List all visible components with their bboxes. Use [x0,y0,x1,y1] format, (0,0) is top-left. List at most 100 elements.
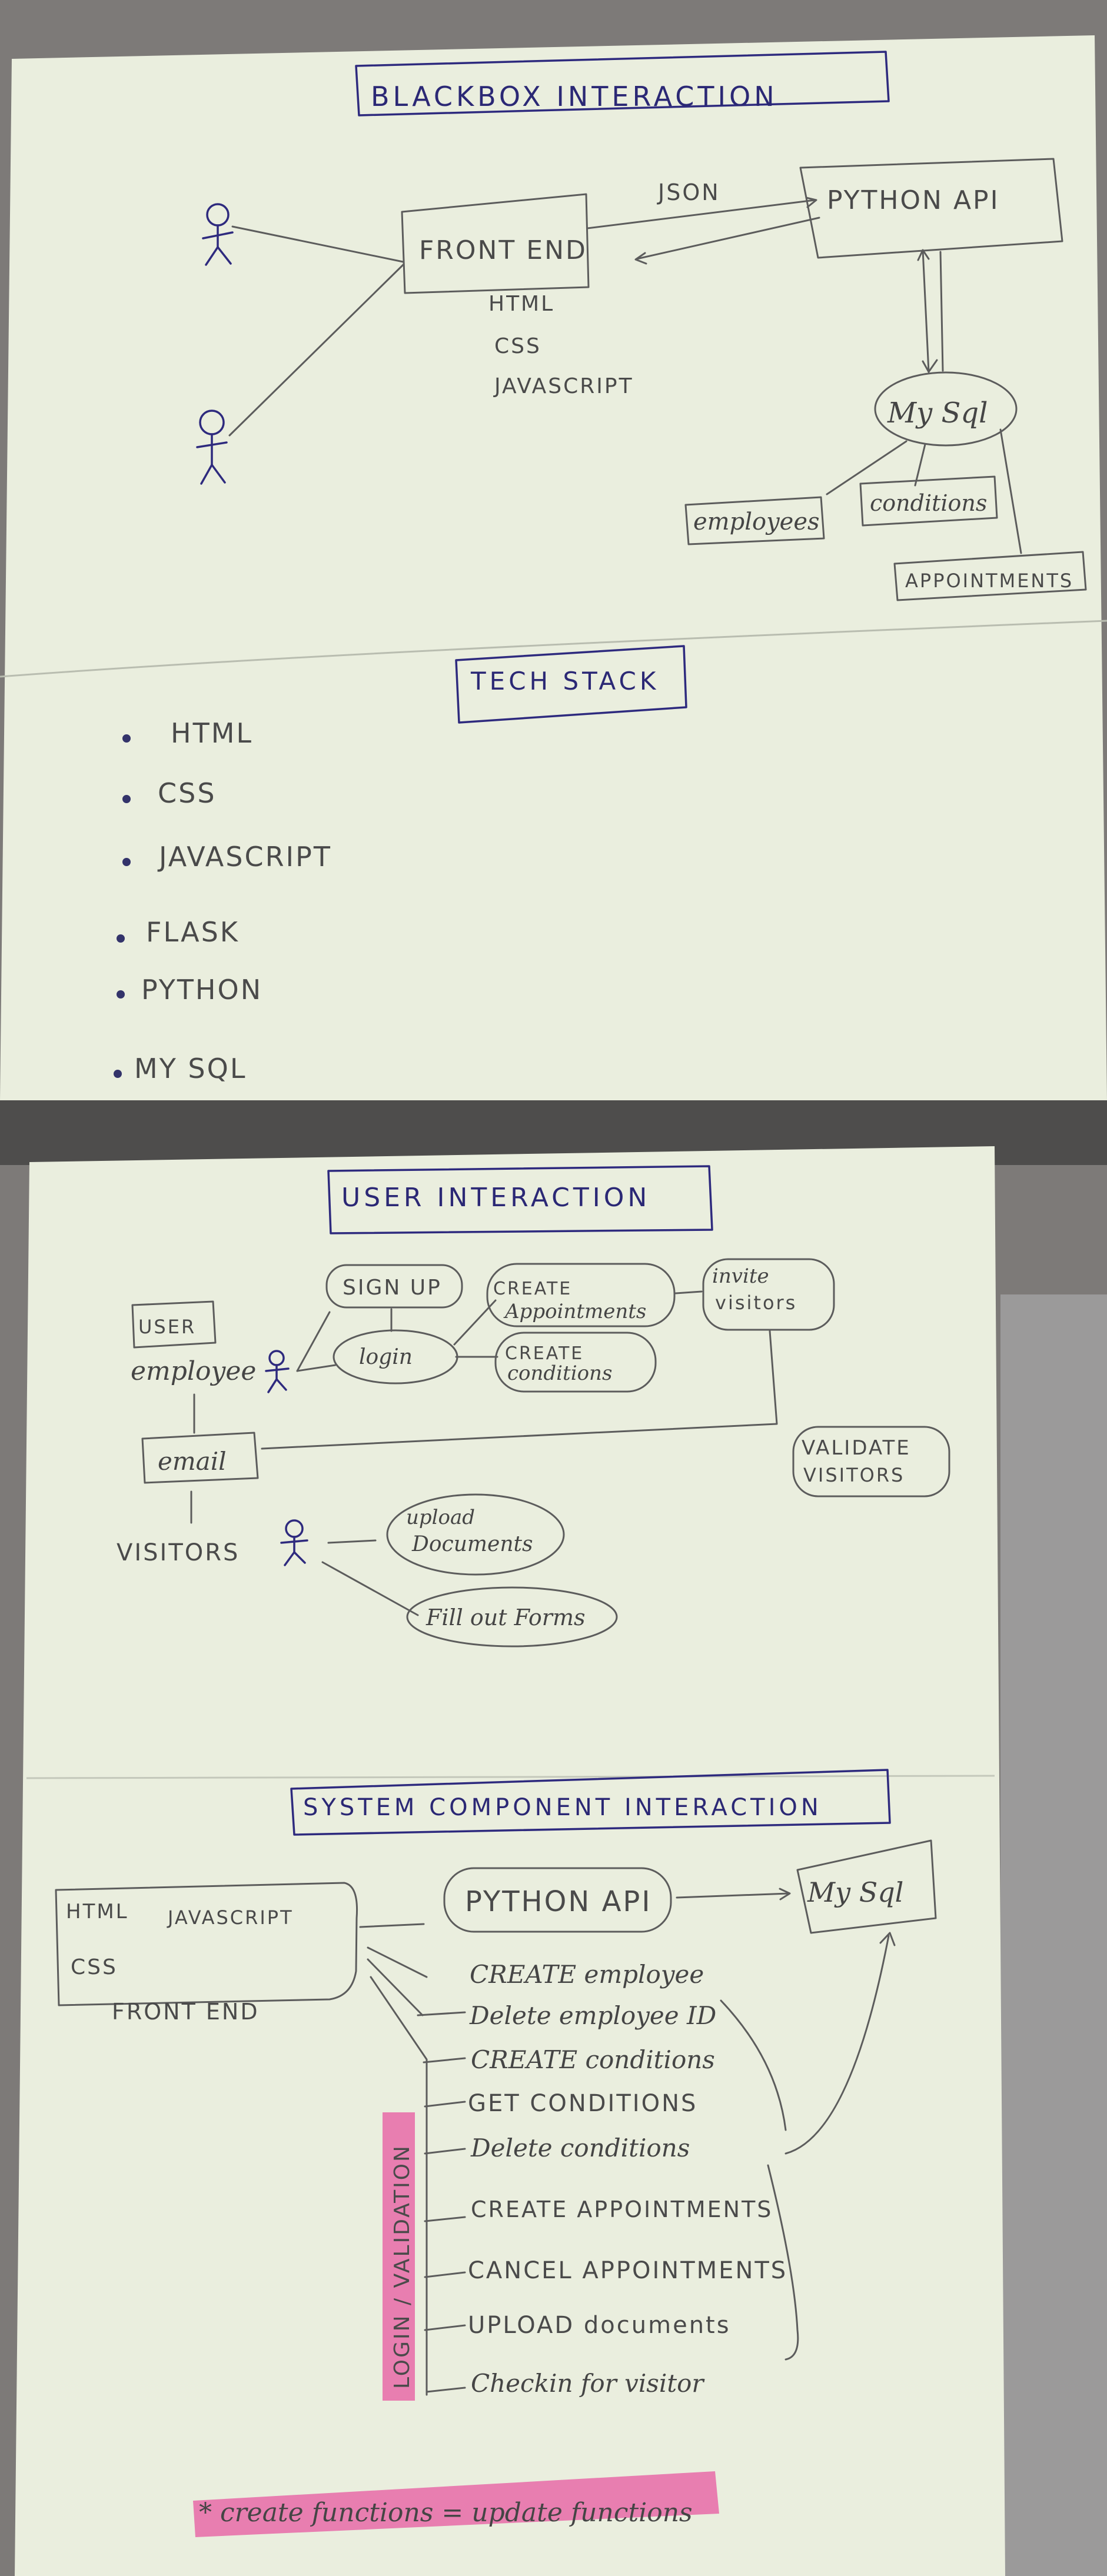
section-divider [26,1775,995,1779]
bullet [122,795,131,803]
function-item: CREATE employee [470,1960,704,1989]
brace-to-mysql-arrow [784,1935,890,2155]
function-item: UPLOAD documents [468,2312,731,2339]
create-appointments-node [486,1263,676,1327]
upload-documents-line2: Documents [411,1532,533,1556]
table-conditions-box [859,475,998,527]
function-item: CREATE conditions [471,2045,715,2074]
table-appointments-box [893,551,1087,601]
function-item: Delete employee ID [469,2001,716,2030]
invite-visitors-line1: invite [712,1264,769,1288]
fe-css: CSS [71,1955,118,1979]
fe-javascript: JAVASCRIPT [167,1906,294,1929]
tech-stack-item: JAVASCRIPT [157,841,332,873]
title-system-interaction: SYSTEM COMPONENT INTERACTION [303,1794,822,1821]
user-connection-line [228,264,404,437]
visitors-label: VISITORS [117,1539,240,1566]
function-item: Checkin for visitor [471,2369,705,2398]
arrow-to-api [586,199,816,229]
mysql-node [874,371,1018,447]
function-item: Delete conditions [470,2134,690,2162]
arrow-to-frontend [636,217,820,260]
bullet [122,858,131,866]
front-end-box [401,193,590,294]
python-api-box [799,158,1063,259]
mysql-node-2 [796,1839,937,1934]
arrowhead [917,249,930,261]
title-box-blackbox [355,51,890,117]
fill-forms-label: Fill out Forms [425,1605,585,1630]
tech-stack-item: CSS [158,777,217,809]
upload-documents-node [386,1493,565,1576]
python-api-node [443,1867,672,1933]
json-label: JSON [657,179,720,205]
upload-documents-line1: upload [406,1506,475,1529]
arrow-to-signup [296,1311,331,1372]
function-item: GET CONDITIONS [468,2090,697,2117]
arrowhead [805,197,817,208]
python-api-label-2: PYTHON API [465,1885,652,1918]
tech-stack-item: PYTHON [141,974,262,1006]
functions-brace [720,1999,799,2361]
arrow-to-upload [327,1539,377,1544]
user-badge: USER [138,1316,196,1338]
title-blackbox: BLACKBOX INTERACTION [371,81,778,112]
carpet-edge [1000,1294,1107,2576]
validate-visitors-node [792,1426,950,1497]
table-employees-box [684,496,825,545]
arrowhead [634,252,647,265]
arrow-to-forms [321,1561,419,1616]
validate-visitors-line1: VALIDATE [802,1436,911,1460]
validate-visitors-line2: VISITORS [803,1464,905,1486]
function-item: CREATE APPOINTMENTS [471,2196,773,2222]
mysql-label: My Sql [887,397,988,430]
mysql-conditions-arrow [914,443,926,487]
email-label: email [158,1447,227,1476]
fe-tech-css: CSS [494,334,541,358]
invite-visitors-node [702,1258,835,1331]
front-end-label: FRONT END [419,235,587,265]
mysql-appointments-arrow [999,428,1022,554]
tech-stack-item: HTML [171,717,253,749]
function-arrows [417,2011,466,2393]
paper-sheet-1 [0,35,1107,1100]
python-api-label: PYTHON API [827,185,1000,215]
fe-tech-javascript: JAVASCRIPT [493,374,634,398]
visitor-figure-icon [280,1519,308,1566]
tech-stack-item: FLASK [146,916,240,948]
login-validation-highlight [383,2112,415,2401]
create-appointments-line1: CREATE [493,1279,572,1299]
table-conditions: conditions [870,490,987,516]
fe-tech-html: HTML [488,292,554,316]
note-text: * create functions = update functions [199,2498,693,2528]
frontend-box [55,1882,358,2006]
mysql-label-2: My Sql [807,1876,903,1908]
mysql-employees-arrow [826,440,907,495]
bullet [122,734,131,743]
fe-label: FRONT END [112,1999,260,2025]
create-conditions-line2: conditions [507,1362,612,1385]
email-box [141,1432,259,1484]
user-figure-icon [196,410,228,485]
note-highlight [193,2471,719,2537]
employee-label: employee [131,1356,256,1386]
user-figure-icon [202,203,234,266]
paper-sheet-2 [15,1146,1005,2576]
arrow-mysql-api [939,251,944,372]
arrow-to-login [296,1364,337,1372]
user-connection-line [231,225,404,263]
tech-stack-item: MY SQL [134,1053,247,1084]
title-tech-stack: TECH STACK [470,667,659,695]
title-box-system-interaction [290,1769,891,1836]
table-employees: employees [693,508,820,535]
fe-html: HTML [66,1900,129,1923]
create-conditions-line1: CREATE [505,1343,584,1364]
employee-figure-icon [265,1350,290,1393]
arrow-invite-email [261,1330,778,1450]
arrow-api-mysql [922,249,930,373]
function-branch-lines [367,1946,428,2396]
invite-visitors-line2: visitors [715,1292,797,1314]
section-divider [0,620,1107,678]
